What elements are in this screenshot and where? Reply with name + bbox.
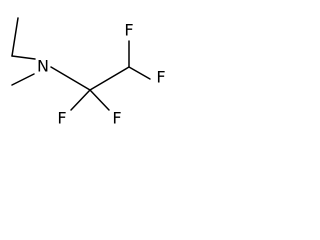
atom-label-n: N: [37, 57, 49, 76]
bond-methyl-top-left: [11, 17, 19, 57]
bond-methyl-down-to-n: [11, 73, 35, 86]
structure-diagram: N F F F F: [0, 0, 176, 136]
bond-cf2-to-f-left: [70, 89, 91, 111]
bond-n-to-cf2: [50, 66, 91, 91]
bond-methyl-top-to-n: [11, 55, 36, 60]
molecule-svg: N F F F F: [11, 17, 166, 128]
atom-label-f-lower-right: F: [112, 109, 121, 128]
bond-cf2-to-f-right: [89, 89, 110, 111]
atom-label-f-top: F: [124, 21, 133, 40]
atom-label-f-right: F: [156, 68, 165, 87]
bond-cf2-to-chf2: [89, 66, 130, 91]
atom-label-f-lower-left: F: [57, 109, 66, 128]
bond-chf2-to-f-right: [128, 66, 151, 80]
